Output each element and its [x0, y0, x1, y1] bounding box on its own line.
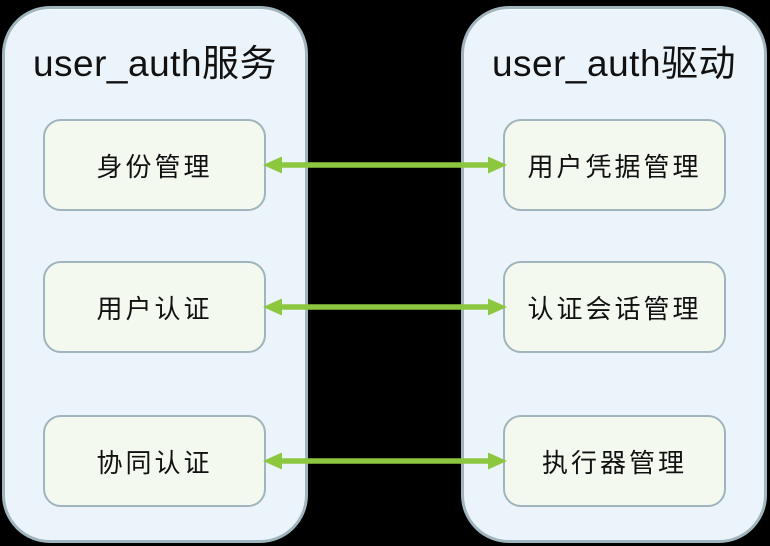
node-label: 用户凭据管理 [527, 152, 702, 183]
panel-title-driver: user_auth驱动 [491, 43, 737, 84]
node-executor-management: 执行器管理 [503, 415, 726, 507]
node-label: 协同认证 [96, 448, 213, 479]
node-label: 认证会话管理 [527, 294, 702, 325]
node-label: 执行器管理 [541, 448, 687, 479]
panel-user-auth-service: user_auth服务 身份管理 用户认证 协同认证 [2, 6, 308, 543]
panel-user-auth-driver: user_auth驱动 用户凭据管理 认证会话管理 执行器管理 [461, 6, 767, 543]
node-label: 用户认证 [96, 294, 213, 325]
node-collaborative-authentication: 协同认证 [43, 415, 266, 507]
node-user-credential-management: 用户凭据管理 [503, 119, 726, 211]
node-identity-management: 身份管理 [43, 119, 266, 211]
node-label: 身份管理 [96, 152, 213, 183]
node-user-authentication: 用户认证 [43, 261, 266, 353]
node-auth-session-management: 认证会话管理 [503, 261, 726, 353]
panel-title-service: user_auth服务 [32, 43, 278, 84]
